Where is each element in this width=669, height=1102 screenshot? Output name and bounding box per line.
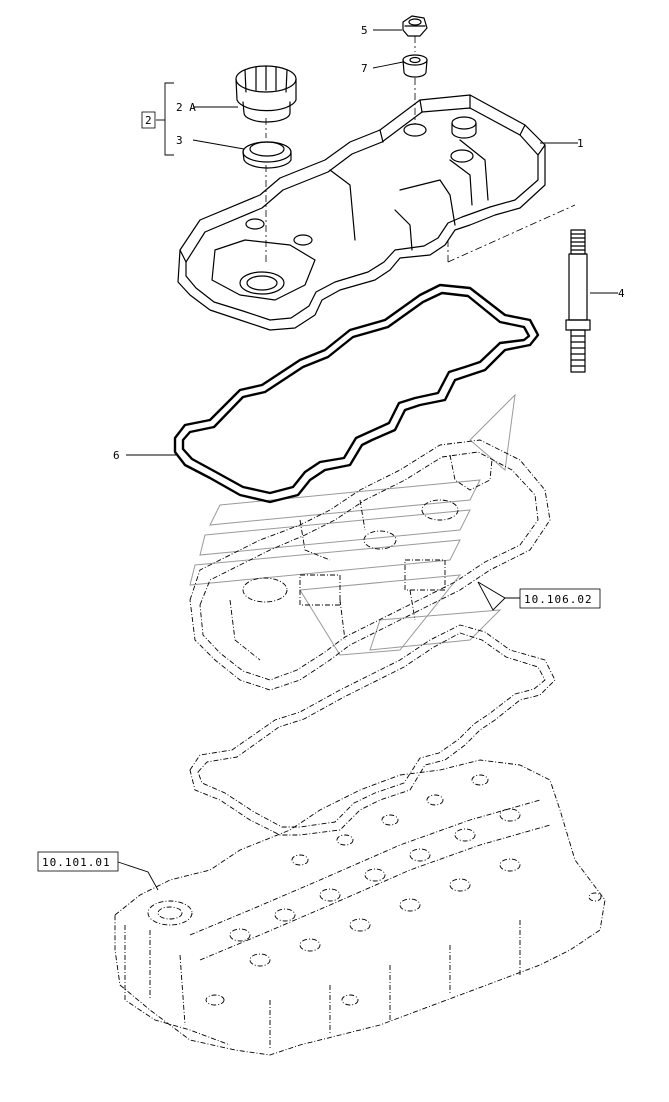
callout-kit: 2 (145, 114, 152, 127)
gasket (173, 283, 540, 504)
lower-gasket-dashed (189, 624, 556, 836)
reference-box-lower (37, 851, 119, 872)
filler-cap (235, 65, 297, 123)
reference-lower: 10.101.01 (42, 856, 111, 869)
callout-seal: 3 (176, 134, 183, 147)
leader-lines (117, 29, 618, 891)
cap-seal (242, 141, 292, 169)
nut (402, 15, 428, 37)
reference-box-upper (519, 588, 601, 609)
callout-gasket: 6 (113, 449, 120, 462)
watermark-logo (189, 393, 516, 656)
cylinder-head-dashed (114, 759, 606, 1056)
reference-upper: 10.106.02 (524, 593, 593, 606)
callout-kit-box (141, 111, 156, 129)
callout-cap: 2 A (176, 101, 196, 114)
callout-stud: 4 (618, 287, 625, 300)
washer (402, 54, 428, 78)
callout-cover: 1 (577, 137, 584, 150)
callout-washer: 7 (361, 62, 368, 75)
stud (565, 229, 591, 373)
rocker-cover (177, 94, 546, 331)
intermediate-block-dashed (189, 439, 551, 691)
centerlines (265, 36, 576, 263)
callout-nut: 5 (361, 24, 368, 37)
